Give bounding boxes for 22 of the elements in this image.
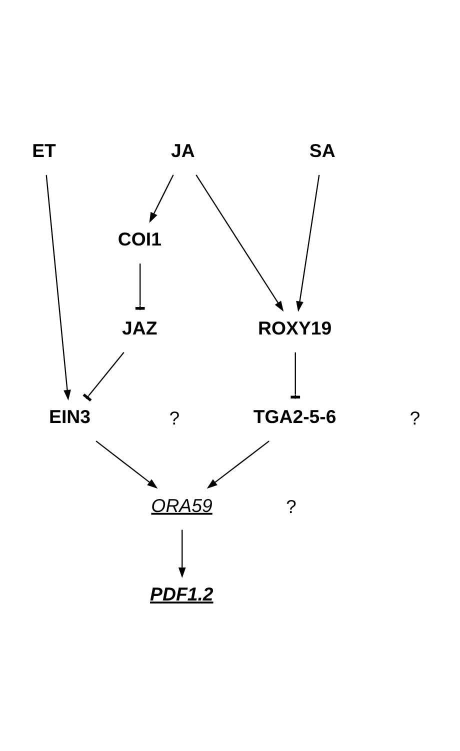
arrow <box>96 440 158 489</box>
node-text: JAZ <box>122 317 158 338</box>
arrow <box>296 174 320 312</box>
label: ? <box>169 407 180 428</box>
arrow <box>196 174 284 312</box>
node-text: ROXY19 <box>258 317 332 338</box>
node-text: COI1 <box>118 228 162 250</box>
arrow <box>149 174 174 223</box>
arrow <box>46 175 71 400</box>
node-text: ORA59 <box>151 494 212 516</box>
arrow <box>178 530 186 578</box>
arrow <box>206 440 270 489</box>
node-text: JA <box>171 140 195 161</box>
label: ? <box>286 496 296 518</box>
node-text: EIN3 <box>49 406 91 428</box>
node-text: PDF1.2 <box>150 584 214 605</box>
node-text: ET <box>32 140 56 161</box>
connector <box>290 352 300 399</box>
label: ? <box>410 407 420 428</box>
node-text: TGA2-5-6 <box>253 406 336 428</box>
connector <box>82 352 124 402</box>
node-text: SA <box>309 140 336 161</box>
